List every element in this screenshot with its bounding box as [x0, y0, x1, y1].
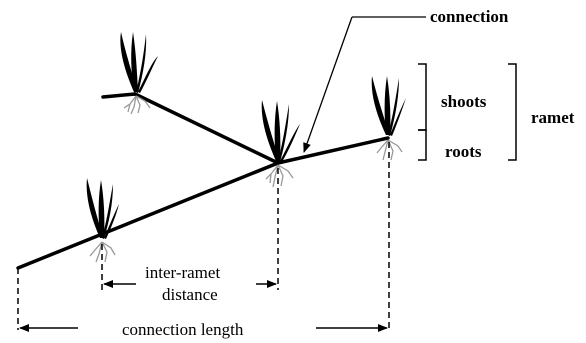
brackets	[418, 63, 517, 161]
distance-label: distance	[162, 285, 218, 304]
stolon-connections	[16, 92, 390, 270]
ramet-middle	[261, 100, 300, 188]
shoots-icon	[371, 76, 406, 136]
connection-callout	[303, 16, 426, 153]
shoots-icon	[86, 178, 119, 239]
inter-ramet-label: inter-ramet	[145, 263, 221, 282]
shoots-icon	[261, 100, 300, 162]
stolon-segment-right	[276, 136, 390, 165]
stolon-segment-lower	[16, 161, 280, 270]
ramet-top-left	[120, 32, 158, 115]
shoots-label: shoots	[441, 92, 487, 111]
callout-arrow	[303, 16, 353, 153]
stolon-segment-upper	[133, 92, 280, 165]
shoots-bracket	[418, 63, 427, 131]
ramet-label: ramet	[531, 108, 575, 127]
ramet-bracket	[508, 63, 517, 161]
ramet-lower-left	[86, 178, 119, 263]
stolon-segment-top-left	[101, 92, 137, 99]
shoots-icon	[120, 32, 158, 93]
connection-length-label: connection length	[122, 320, 244, 339]
connection-label: connection	[430, 7, 509, 26]
roots-icon	[89, 241, 116, 263]
measurement-arrows	[19, 280, 388, 332]
measurement-dropdowns	[17, 142, 390, 332]
roots-icon	[265, 164, 294, 188]
roots-bracket	[418, 129, 427, 161]
roots-icon	[123, 95, 151, 115]
roots-label: roots	[445, 142, 482, 161]
